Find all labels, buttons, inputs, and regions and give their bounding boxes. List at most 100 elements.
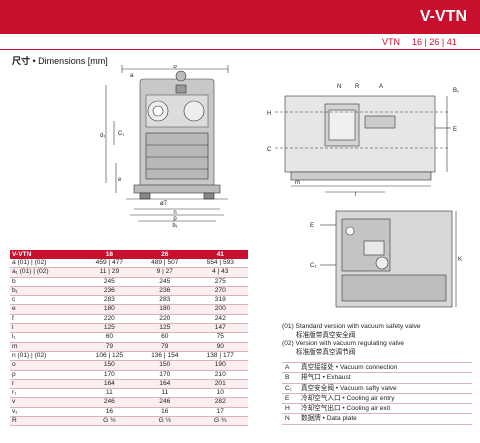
legend-key: B (282, 372, 298, 384)
row-value: 16 (137, 407, 193, 418)
row-param: b₁ (10, 286, 82, 297)
row-value: 270 (192, 286, 248, 297)
row-value: 200 (192, 304, 248, 315)
legend-key: E (282, 393, 298, 405)
row-value: 10 (192, 388, 248, 399)
row-value: 180 (137, 304, 193, 315)
spec-col-16: 16 (81, 250, 138, 259)
row-param: r₁ (10, 388, 82, 399)
row-param: e (10, 304, 82, 315)
row-value: 275 (192, 277, 248, 287)
row-value: 147 (192, 323, 248, 334)
header-banner: V-VTN (0, 0, 480, 34)
row-param: R (10, 416, 82, 427)
row-value: 16 (81, 407, 138, 418)
row-value: 79 (137, 342, 193, 352)
row-value: 164 (81, 379, 138, 390)
row-value: 190 (192, 360, 248, 371)
row-param: v₁ (10, 407, 82, 418)
side-label-m: m (295, 180, 300, 186)
spec-col-41: 41 (192, 250, 248, 259)
row-value: 242 (192, 314, 248, 325)
side-view-drawing: N R A B₁ H C E l m (267, 84, 459, 198)
row-value: 136 | 154 (137, 351, 193, 362)
row-value: 319 (192, 295, 248, 306)
top-view-drawing: E C₁ K (310, 210, 462, 308)
dim-label-b1: b₁ (172, 223, 177, 229)
row-param: a (01) | (02) (10, 259, 82, 269)
row-value: 246 (81, 397, 138, 408)
row-value: 125 (137, 323, 193, 334)
row-value: 220 (81, 314, 138, 325)
row-value: 170 (81, 370, 138, 380)
dim-label-a: a (130, 73, 134, 79)
row-value: 125 (81, 323, 138, 334)
row-param: m (10, 342, 82, 352)
row-value: 283 (137, 295, 193, 306)
row-value: 554 | 593 (192, 259, 248, 269)
row-value: 106 | 125 (81, 351, 138, 362)
row-param: o (10, 360, 82, 371)
row-param: l₁ (10, 332, 82, 343)
row-value: 11 | 29 (81, 267, 138, 278)
legend-desc: 真空接接处 • Vacuum connection (298, 361, 472, 374)
front-view-drawing: b d₁ C₁ e ø7 n p b₁ a (100, 65, 229, 229)
note-standard: (01) Standard version with vacuum safety… (282, 323, 421, 330)
row-param: r (10, 379, 82, 390)
row-param: n (01) | (02) (10, 351, 82, 362)
row-param: p (10, 370, 82, 380)
legend-desc: 数据牌 • Data plate (298, 413, 472, 425)
row-value: 246 (137, 397, 193, 408)
side-label-r: R (355, 84, 360, 90)
row-value: 150 (137, 360, 193, 371)
row-param: a₁ (01) | (02) (10, 267, 82, 278)
row-param: v (10, 397, 82, 408)
row-value: 79 (81, 342, 138, 352)
dim-label-v: d₁ (100, 133, 105, 139)
legend-key: H (282, 403, 298, 415)
spec-table-header: V-VTN 16 26 41 (10, 250, 248, 259)
row-value: 220 (137, 314, 193, 325)
dim-label-c1: C₁ (118, 131, 124, 137)
row-param: l (10, 323, 82, 334)
row-value: 236 (137, 286, 193, 297)
side-label-n: N (337, 84, 341, 90)
row-value: 170 (137, 370, 193, 380)
row-value: 150 (81, 360, 138, 371)
note-regulating-cn: 标准版带真空调节阀 (296, 348, 356, 356)
row-value: 201 (192, 379, 248, 390)
row-value: G ½ (137, 416, 193, 427)
section-title: 尺寸 • Dimensions [mm] (12, 54, 108, 67)
row-value: G ½ (81, 416, 138, 427)
legend-desc: 冷却空气入口 • Cooling air entry (298, 393, 472, 405)
row-param: c (10, 295, 82, 306)
row-value: 75 (192, 332, 248, 343)
divider (0, 49, 480, 50)
dim-label-n: n (173, 210, 176, 216)
top-label-e: E (310, 223, 314, 229)
row-value: 164 (137, 379, 193, 390)
row-value: 60 (81, 332, 138, 343)
footnotes: (01) Standard version with vacuum safety… (282, 323, 421, 357)
note-regulating: (02) Version with vacuum regulating valv… (282, 340, 405, 347)
side-label-c: C (267, 147, 272, 153)
